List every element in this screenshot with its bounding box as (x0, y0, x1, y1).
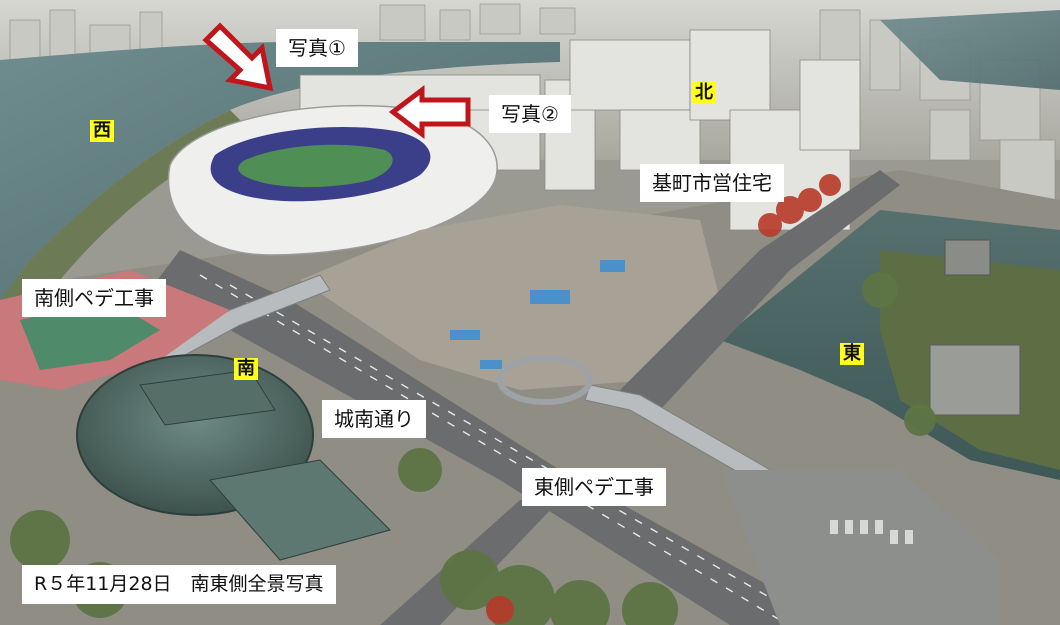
photo-caption: R５年11月28日 南東側全景写真 (22, 565, 336, 604)
label-motomachi-housing: 基町市営住宅 (640, 164, 784, 202)
label-jonan-street: 城南通り (322, 400, 426, 438)
arrow-photo1-icon (202, 22, 274, 92)
label-south-pedestrian-deck: 南側ペデ工事 (22, 279, 166, 317)
direction-north: 北 (692, 82, 716, 104)
direction-west: 西 (90, 120, 114, 142)
label-photo1: 写真① (276, 29, 358, 67)
direction-south: 南 (234, 358, 258, 380)
direction-east: 東 (840, 343, 864, 365)
label-photo2: 写真② (489, 95, 571, 133)
label-east-pedestrian-deck: 東側ペデ工事 (522, 468, 666, 506)
arrow-photo2-icon (388, 84, 471, 140)
